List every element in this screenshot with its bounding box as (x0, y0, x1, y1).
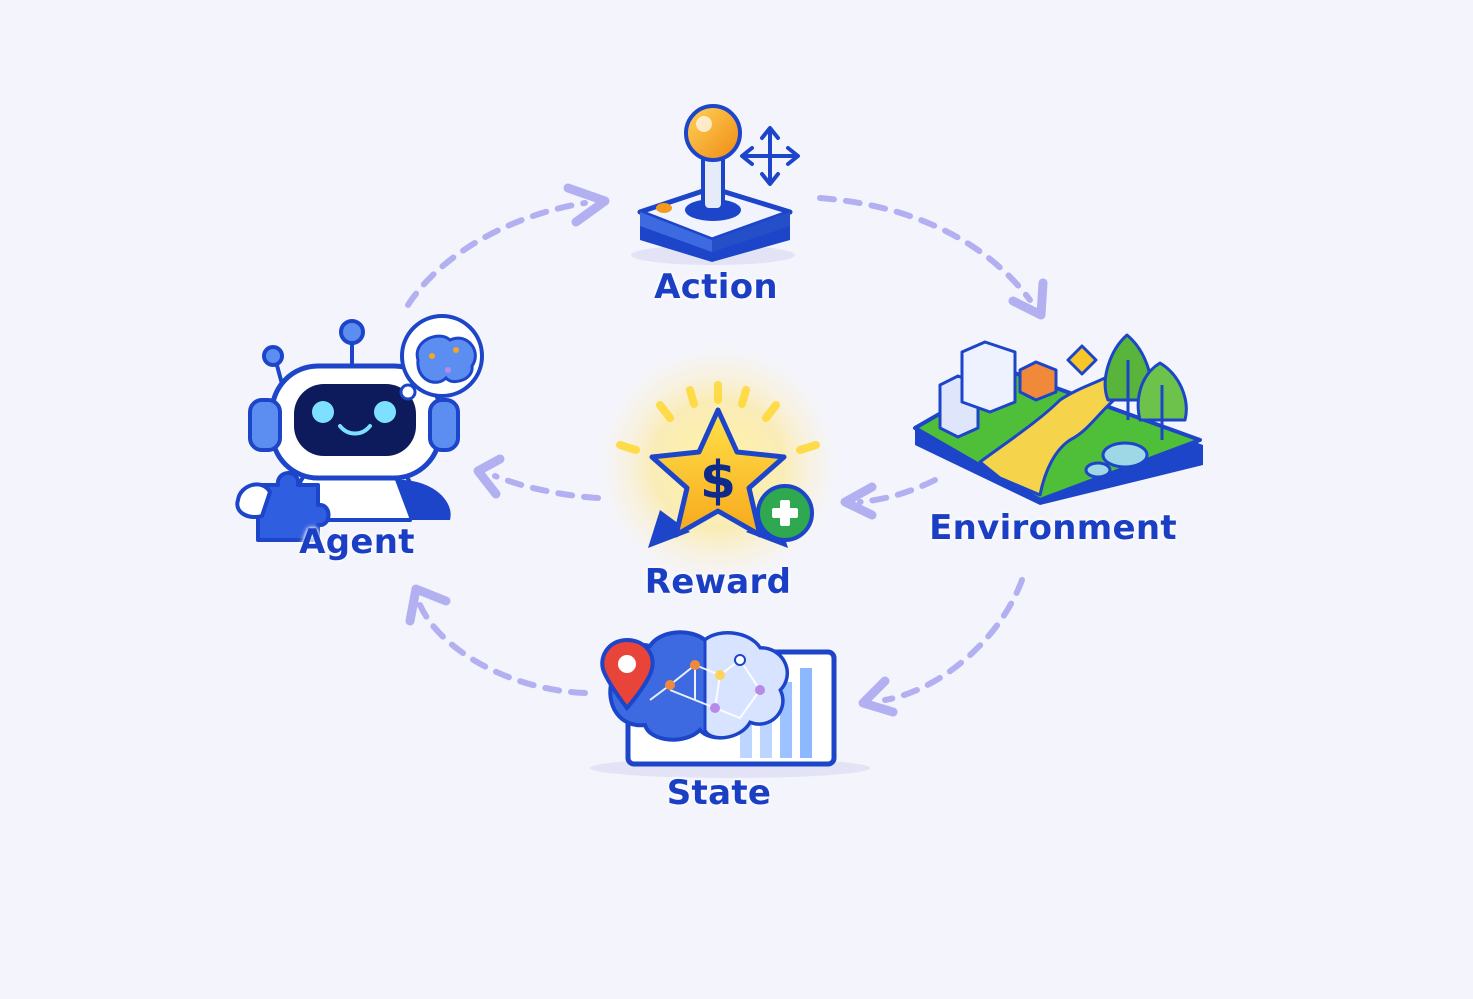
arrowhead-action (563, 183, 610, 227)
arrow-agent-to-action (405, 200, 588, 308)
arrowhead-environment (1008, 278, 1048, 320)
cycle-arrows (405, 195, 1033, 703)
star-reward-icon: $ (598, 345, 838, 585)
joystick-icon (631, 104, 800, 265)
arrowhead-state (858, 676, 898, 717)
arrow-environment-to-reward (857, 477, 938, 505)
arrow-heads (405, 183, 1048, 717)
label-state: State (666, 773, 772, 813)
robot-icon (235, 314, 484, 542)
arrow-reward-to-agent (492, 473, 601, 501)
svg-text:$: $ (700, 451, 736, 511)
label-agent: Agent (299, 522, 415, 562)
landscape-icon (913, 333, 1203, 505)
label-environment: Environment (929, 508, 1177, 548)
arrow-environment-to-state (882, 577, 1025, 703)
arrow-state-to-agent (417, 602, 588, 696)
label-action: Action (654, 267, 778, 307)
arrowhead-agent (405, 584, 451, 626)
label-reward: Reward (644, 562, 792, 602)
arrow-action-to-environment (817, 195, 1033, 303)
arrowhead-reward (840, 482, 877, 520)
arrowhead-agent-from-reward (473, 454, 505, 499)
state-map-chart-icon (590, 630, 870, 778)
